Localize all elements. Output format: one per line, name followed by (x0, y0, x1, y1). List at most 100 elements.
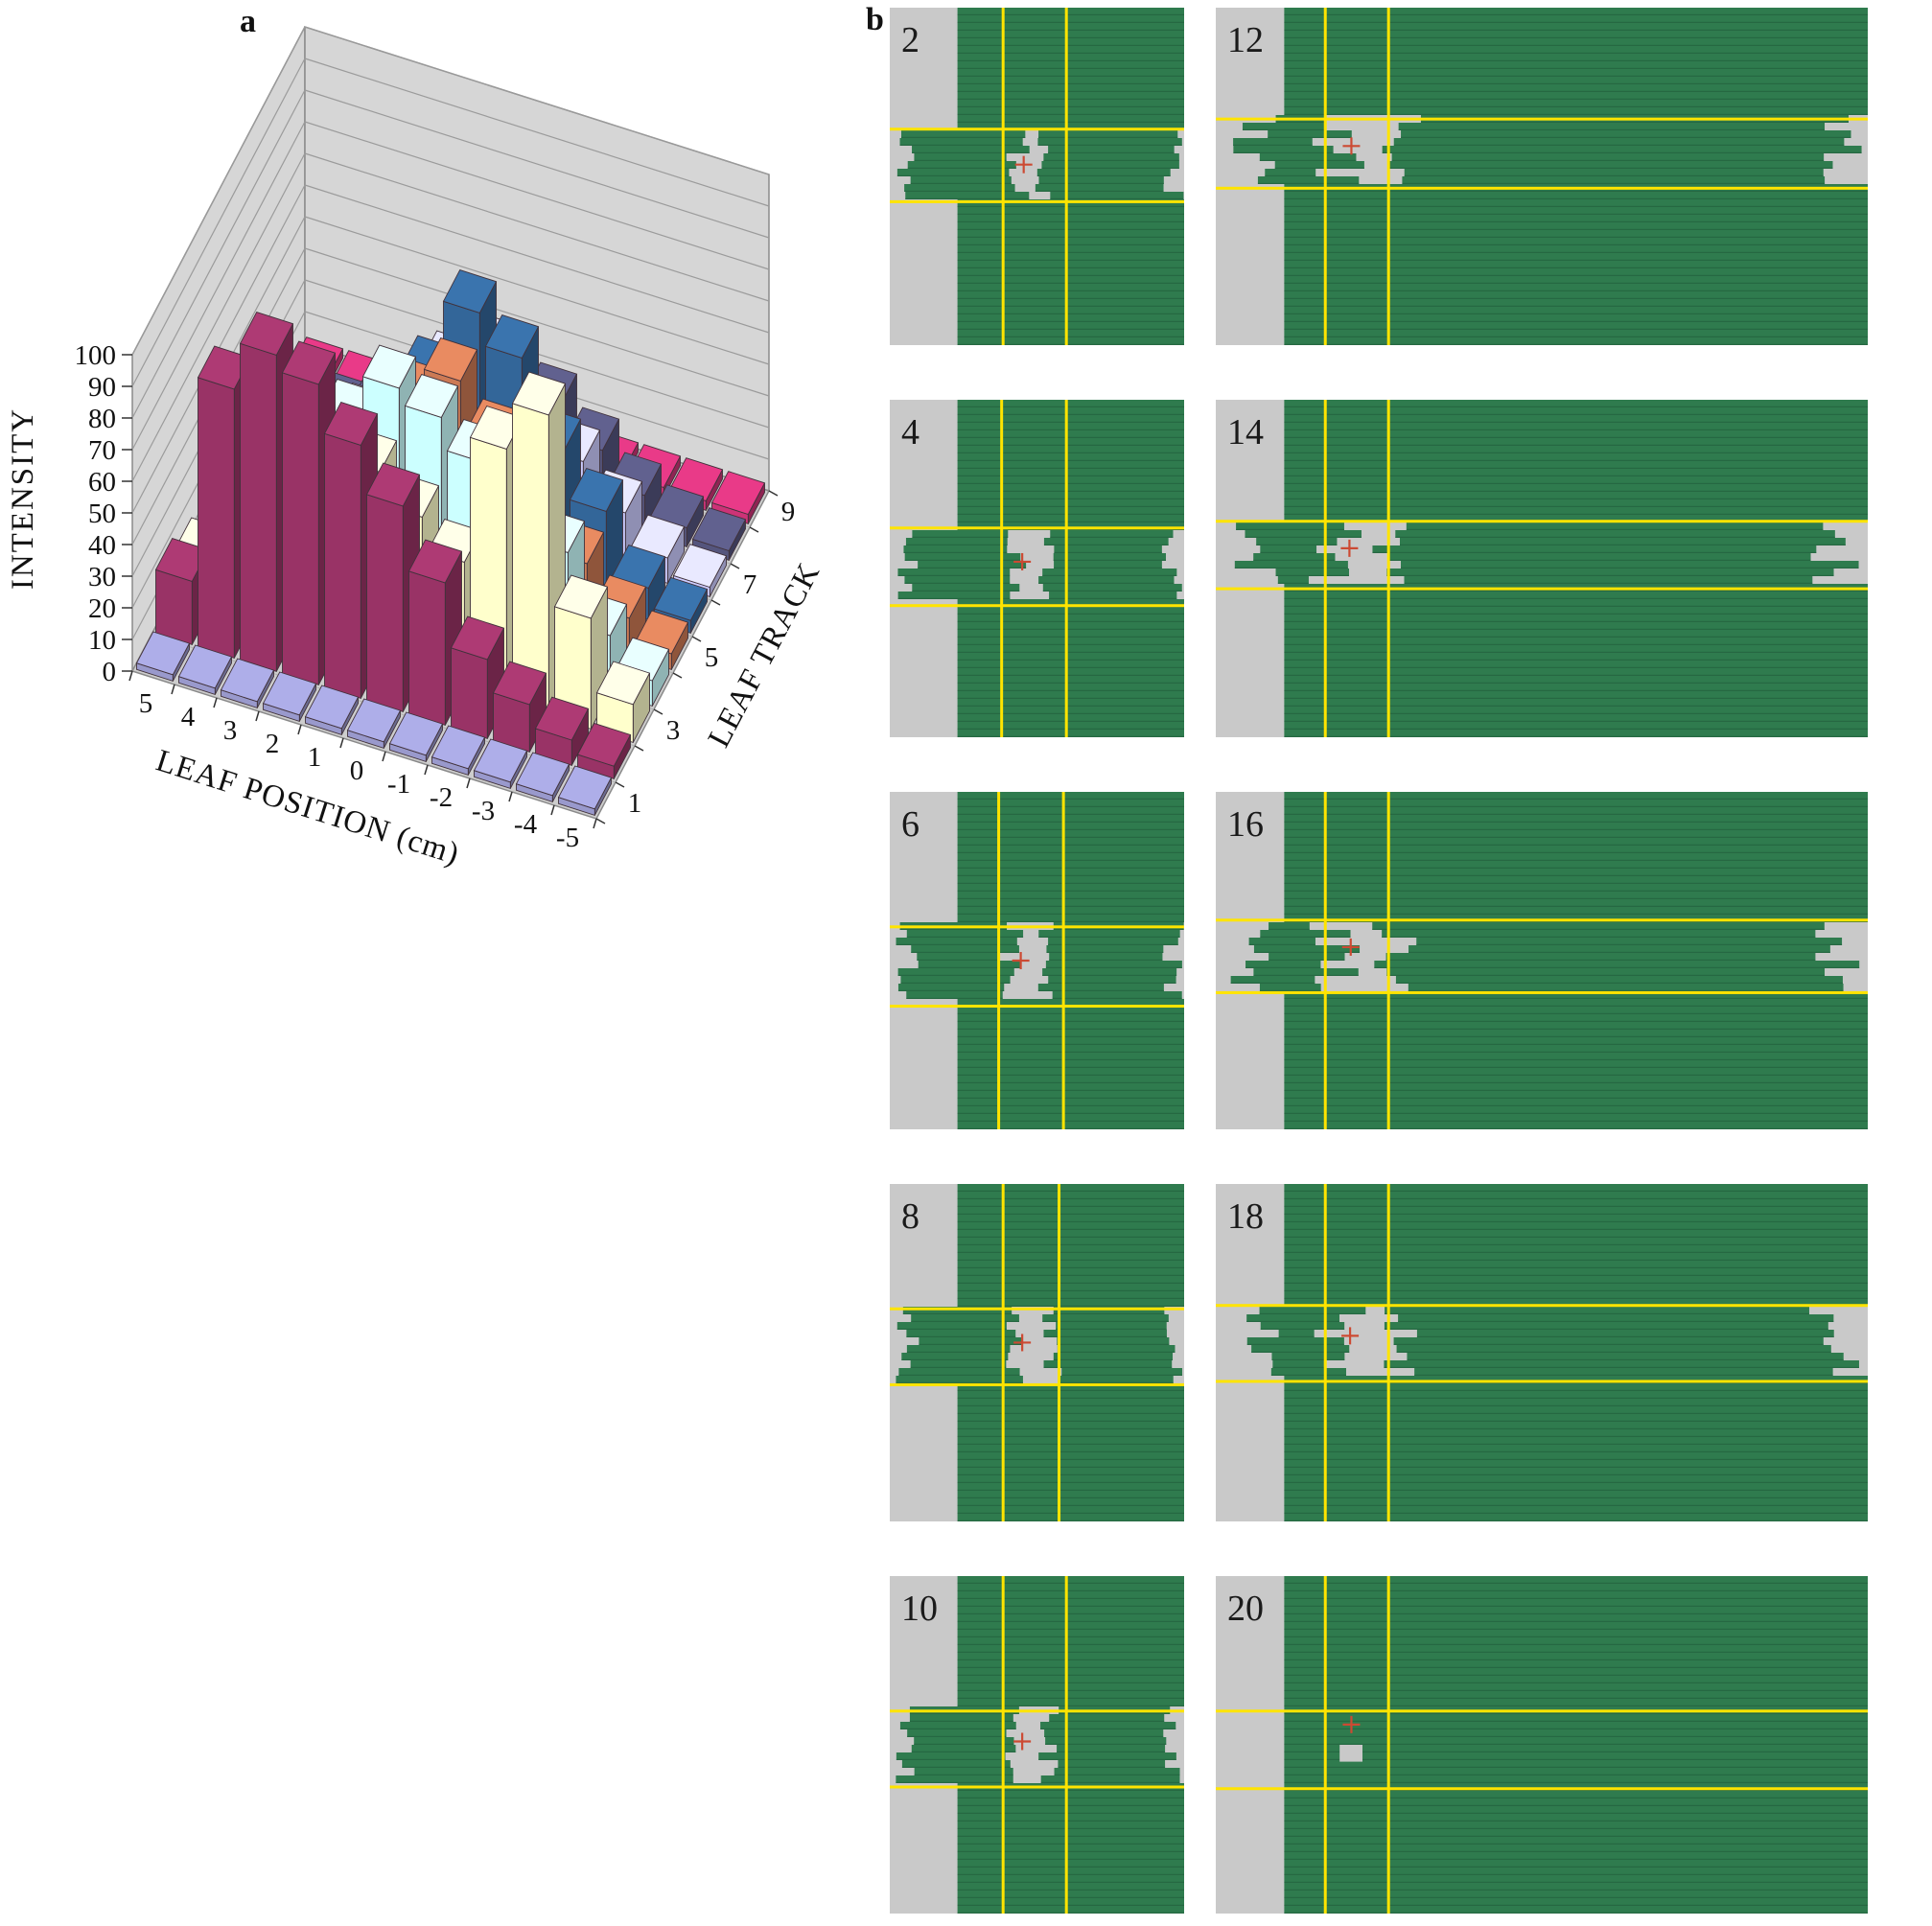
bar-top (553, 574, 609, 619)
bar-top (511, 371, 567, 416)
y-tick-label: 90 (88, 372, 116, 403)
mlc-segment-12: 12 (1216, 8, 1868, 345)
segment-label: 12 (1227, 20, 1264, 60)
bar-top (239, 312, 294, 356)
x-tick-label: -2 (430, 782, 453, 813)
jaw-line-horizontal (890, 925, 1184, 929)
jaw-line-horizontal (1216, 918, 1868, 922)
jaw-line-vertical (1323, 792, 1327, 1129)
jaw-line-horizontal (890, 1785, 1184, 1789)
y-tick-label: 70 (88, 435, 116, 466)
x-tick-label: 3 (223, 715, 238, 746)
closed-aperture-square (1339, 1745, 1362, 1762)
jaw-line-vertical (1061, 792, 1065, 1129)
segment-label: 2 (901, 20, 919, 60)
segment-label: 6 (901, 804, 919, 845)
mlc-segment-18: 18 (1216, 1184, 1868, 1521)
jaw-line-vertical (1001, 8, 1005, 345)
bar-top (569, 468, 624, 512)
z-tick-label: 3 (666, 715, 681, 746)
jaw-line-vertical (1000, 400, 1004, 737)
jaw-line-vertical (1323, 1576, 1327, 1914)
x-tick-label: 4 (181, 702, 196, 732)
segment-label: 14 (1227, 412, 1264, 452)
left-leaf-gap (1216, 1746, 1255, 1756)
bar-top (534, 696, 590, 741)
jaw-line-horizontal (890, 128, 1184, 131)
y-tick-label: 100 (75, 340, 117, 371)
y-tick-label: 80 (88, 404, 116, 434)
jaw-line-horizontal (890, 526, 1184, 530)
x-tick-label: -1 (387, 769, 410, 800)
segment-label: 18 (1227, 1196, 1264, 1237)
mlc-segment-4: 4 (890, 400, 1184, 737)
bar-top (177, 644, 233, 689)
bar-top (262, 671, 317, 716)
bar-top (576, 722, 632, 767)
bar-front (366, 494, 404, 713)
bar-top (484, 314, 540, 359)
mlc-segment-8: 8 (890, 1184, 1184, 1521)
jaw-line-horizontal (890, 1709, 1184, 1713)
z-tick-label: 9 (781, 497, 796, 527)
bar-top (515, 752, 570, 797)
jaw-line-vertical (1001, 1184, 1005, 1521)
jaw-line-horizontal (890, 1382, 1184, 1386)
jaw-line-horizontal (890, 1307, 1184, 1311)
jaw-line-vertical (1386, 1576, 1390, 1914)
bar-front (408, 570, 446, 727)
bar-top (281, 340, 337, 385)
bar-top (595, 661, 651, 706)
mlc-segment-20: 20 (1216, 1576, 1868, 1914)
jaw-line-vertical (1064, 8, 1068, 345)
bar-top (407, 539, 463, 584)
y-tick-label: 20 (88, 593, 116, 624)
bar-front (282, 372, 319, 686)
x-tick-label: 2 (266, 729, 280, 759)
segment-label: 10 (901, 1589, 938, 1629)
bar-front (324, 432, 361, 700)
bar-top (710, 471, 766, 516)
bar-front (198, 377, 235, 660)
bar-top (672, 544, 728, 589)
x-tick-label: -4 (514, 809, 538, 840)
jaw-line-horizontal (1216, 990, 1868, 994)
jaw-line-vertical (1386, 1184, 1390, 1521)
segment-label: 16 (1227, 804, 1264, 845)
jaw-line-horizontal (1216, 1304, 1868, 1308)
bar-top (492, 661, 547, 706)
mlc-segment-10: 10 (890, 1576, 1184, 1914)
x-tick-label: 5 (139, 688, 153, 719)
jaw-line-vertical (1058, 1184, 1061, 1521)
segment-label: 4 (901, 412, 919, 452)
mlc-segment-6: 6 (890, 792, 1184, 1129)
mlc-segment-14: 14 (1216, 400, 1868, 737)
segment-label: 20 (1227, 1589, 1264, 1629)
bar-top (388, 711, 444, 756)
bar-top (365, 462, 421, 507)
jaw-line-vertical (1064, 1576, 1068, 1914)
bar-top (423, 337, 478, 382)
bar-top (220, 658, 275, 703)
jaw-line-horizontal (1216, 587, 1868, 591)
y-tick-label: 30 (88, 562, 116, 592)
bar-top (361, 344, 417, 389)
bar-top (431, 725, 486, 770)
bar-top (653, 576, 709, 621)
y-tick-label: 50 (88, 499, 116, 529)
mlc-segment-16: 16 (1216, 792, 1868, 1129)
panel-a-label: a (240, 4, 256, 39)
jaw-line-horizontal (1216, 1380, 1868, 1383)
jaw-line-horizontal (890, 1005, 1184, 1009)
jaw-line-vertical (1386, 400, 1390, 737)
bar-top (323, 402, 379, 446)
panel-b-label: b (866, 2, 884, 37)
jaw-line-vertical (1386, 8, 1390, 345)
bar-top (304, 685, 360, 730)
y-axis-title: INTENSITY (6, 407, 40, 590)
jaw-line-vertical (1386, 792, 1390, 1129)
x-tick-label: 0 (350, 755, 364, 786)
bar-top (404, 374, 459, 418)
bar-top (135, 631, 191, 676)
